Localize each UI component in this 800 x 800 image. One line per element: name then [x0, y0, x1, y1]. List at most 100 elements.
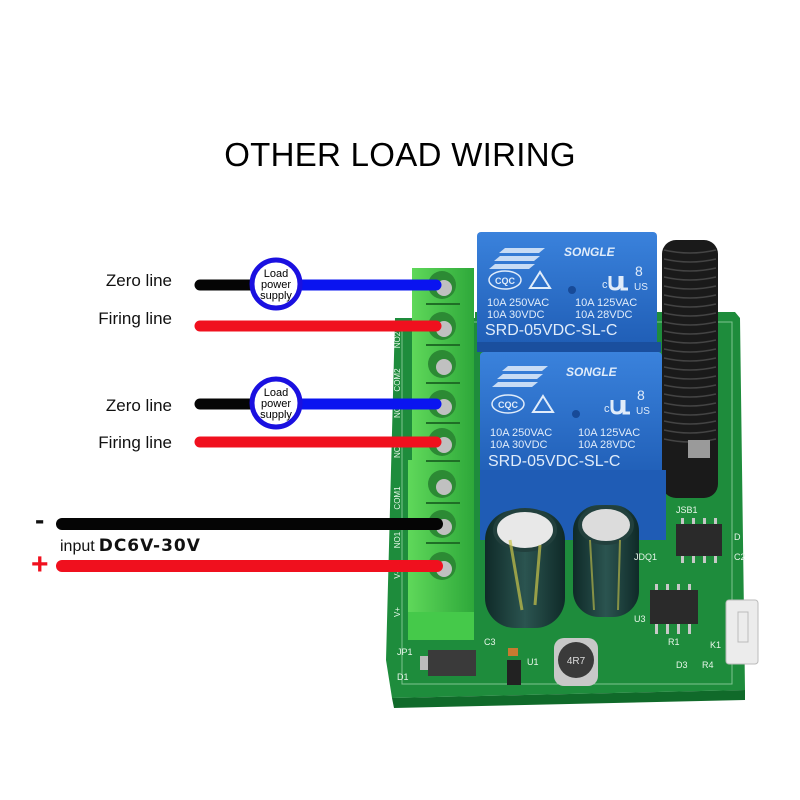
firing-line-label-1: Firing line [98, 309, 172, 328]
terminal-side-label: COM2 [393, 368, 402, 392]
terminal-block-foot [408, 612, 474, 640]
relay-1-ul-c: c [602, 279, 608, 291]
inductor-4r7: 4R7 [554, 638, 598, 686]
load-2-line-1: Load [264, 387, 288, 399]
terminal-side-label: NO1 [393, 531, 402, 548]
input-voltage: DC6V-30V [98, 536, 201, 556]
antenna-winding [663, 330, 717, 335]
terminal-screw [436, 359, 452, 375]
antenna-winding [663, 339, 717, 344]
terminal-side-label: NC2 [393, 401, 402, 418]
relay-1-vent-hole [568, 286, 576, 294]
antenna-winding [663, 312, 717, 317]
load-1-line-1: Load [264, 268, 288, 280]
label-r1: R1 [668, 637, 680, 647]
diagram-title: OTHER LOAD WIRING [224, 136, 576, 173]
ic-chip-u1 [507, 648, 521, 685]
songle-logo-icon [489, 248, 545, 269]
label-u1: U1 [527, 657, 539, 667]
wires [56, 279, 443, 572]
label-jsb1: JSB1 [676, 505, 698, 515]
antenna-winding [663, 267, 717, 272]
antenna-winding [663, 402, 717, 407]
relay-2-vent-hole [572, 410, 580, 418]
load-1-line-3: supply [260, 290, 292, 302]
antenna-winding [663, 411, 717, 416]
label-k1: K1 [710, 640, 721, 650]
antenna-winding [663, 429, 717, 434]
relay-1-brand: SONGLE [564, 245, 616, 259]
relay-1-model: SRD-05VDC-SL-C [485, 322, 617, 339]
ic-chip-jsb1 [676, 518, 722, 563]
antenna-winding [663, 294, 717, 299]
relay-1-rating-1r: 10A 125VAC [575, 297, 637, 309]
label-c3: C3 [484, 637, 496, 647]
label-d: D [734, 532, 741, 542]
relay-2-ul-c: c [604, 403, 610, 415]
triangle-cert-icon [528, 270, 552, 289]
capacitor-2 [573, 505, 639, 617]
cqc-mark-icon [488, 270, 522, 290]
load-ring-2 [249, 376, 303, 430]
label-jp1: JP1 [397, 647, 413, 657]
relay-2-brand: SONGLE [566, 365, 618, 379]
relay-1-ul-num: 8 [635, 263, 643, 279]
triangle-cert-icon [531, 394, 555, 413]
label-u3: U3 [634, 614, 646, 624]
zero-line-label-1: Zero line [105, 271, 172, 290]
relay-1-side [477, 342, 661, 352]
plus-sign: + [31, 548, 49, 581]
terminal-side-label: NO2 [393, 331, 402, 348]
terminal-side-label: V- [393, 571, 402, 579]
relay-1-cqc: CQC [495, 276, 516, 286]
relay-1-rating-2l: 10A 30VDC [487, 309, 545, 321]
load-power-supply-1: Load power supply [249, 257, 303, 311]
label-r4: R4 [702, 660, 714, 670]
antenna-winding [663, 276, 717, 281]
antenna-winding [663, 303, 717, 308]
minus-sign: - [35, 504, 45, 535]
relay-2-rating-2l: 10A 30VDC [490, 439, 548, 451]
firing-line-label-2: Firing line [98, 433, 172, 452]
inductor-label: 4R7 [567, 656, 586, 667]
relay-2-rating-2r: 10A 28VDC [578, 439, 636, 451]
antenna-winding [663, 384, 717, 389]
terminal-screw [436, 479, 452, 495]
load-ring-1 [249, 257, 303, 311]
label-d1: D1 [397, 672, 409, 682]
antenna-body [662, 240, 718, 498]
push-button-k1[interactable] [725, 599, 759, 665]
antenna-winding [663, 348, 717, 353]
label-jdq1: JDQ1 [634, 552, 657, 562]
diode-d1 [420, 650, 476, 676]
ul-mark-icon [608, 276, 628, 291]
antenna-winding [663, 366, 717, 371]
load-2-line-3: supply [260, 409, 292, 421]
load-1-line-2: power [261, 279, 291, 291]
terminal-block [408, 268, 474, 640]
songle-logo-icon [492, 366, 548, 387]
antenna-winding [663, 420, 717, 425]
antenna-solder-point [688, 440, 710, 458]
antenna-winding [663, 357, 717, 362]
cqc-mark-icon [491, 394, 525, 414]
antenna-winding [663, 285, 717, 290]
relay-2-rating-1r: 10A 125VAC [578, 427, 640, 439]
antenna-winding [663, 321, 717, 326]
label-c2: C2 [734, 552, 746, 562]
terminal-side-label: V+ [393, 607, 402, 617]
relay-2-ul-num: 8 [637, 387, 645, 403]
antenna-windings [663, 249, 717, 443]
ic-chip-u3 [650, 584, 698, 634]
load-power-supply-2: Load power supply [249, 376, 303, 430]
relay-1-rating-2r: 10A 28VDC [575, 309, 633, 321]
antenna-winding [663, 393, 717, 398]
relay-1: SONGLE CQC c 8 US 10A 250VAC 10A 125VAC … [477, 232, 661, 352]
antenna-winding [663, 249, 717, 254]
relay-2-ul-us: US [636, 406, 650, 417]
relay-2-cqc: CQC [498, 400, 519, 410]
pcb-edge [392, 690, 745, 708]
